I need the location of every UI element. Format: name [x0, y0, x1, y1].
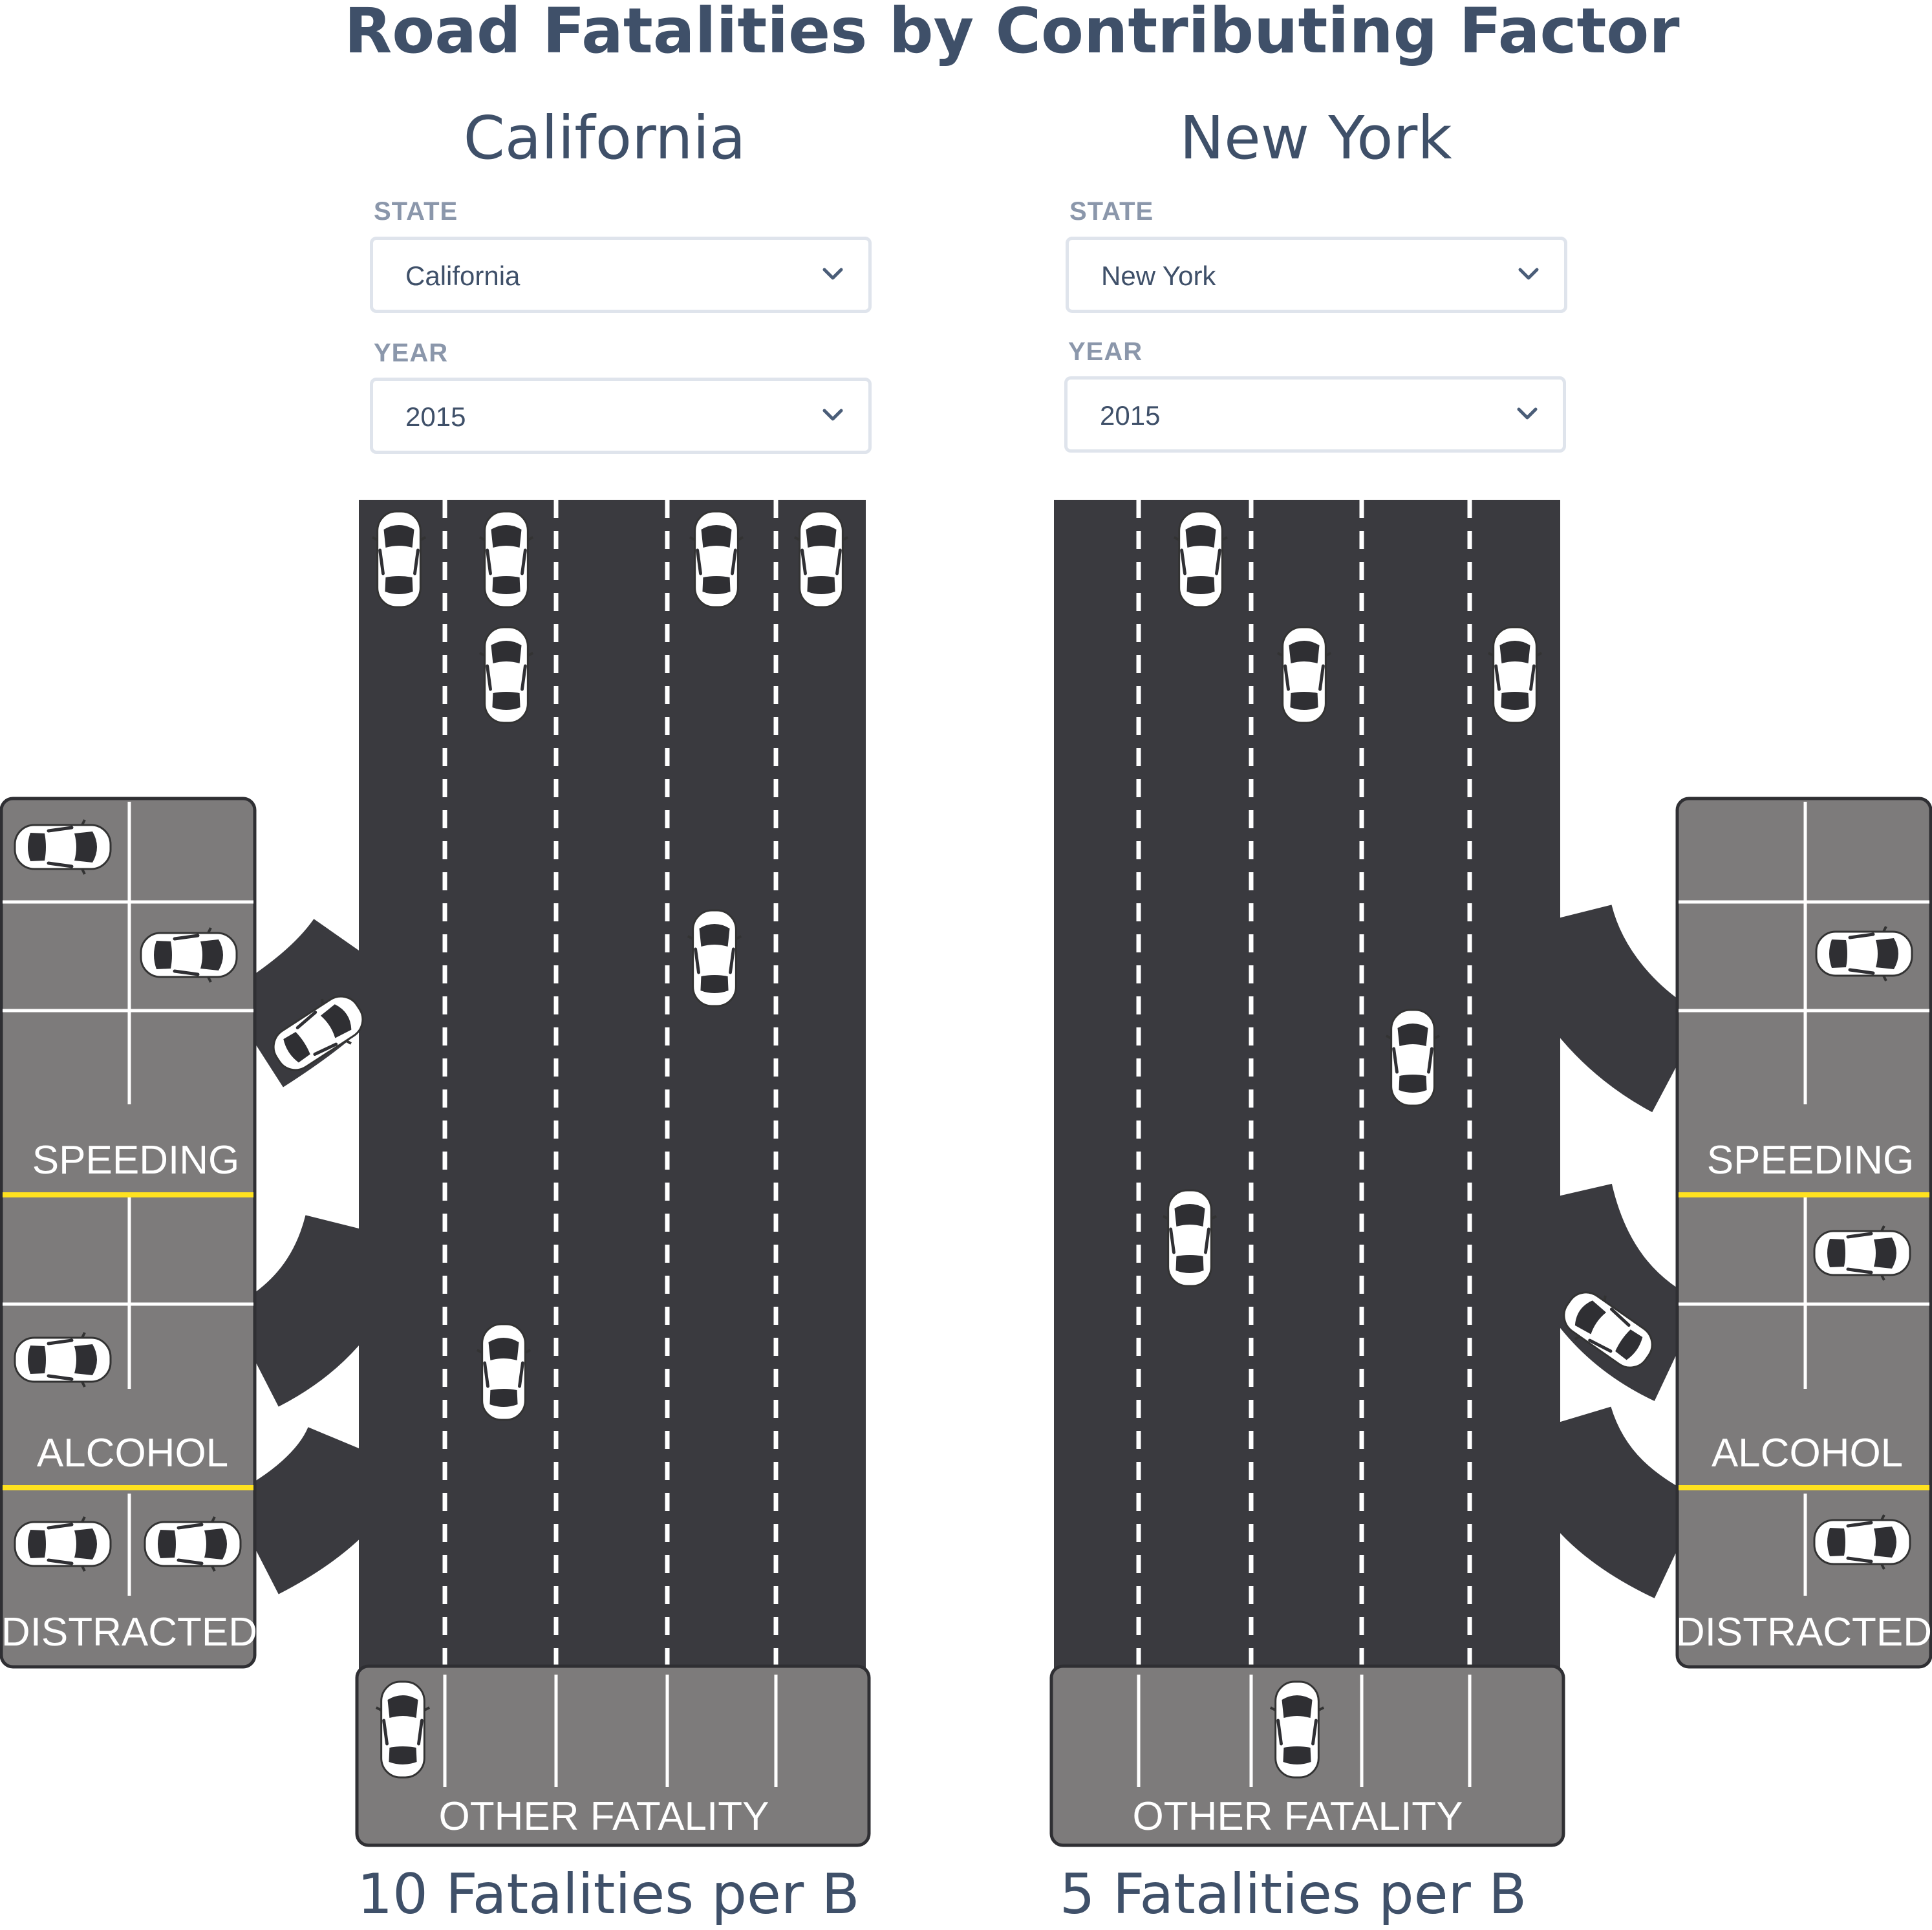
- car-icon: [1271, 1682, 1324, 1777]
- state-field-label: STATE: [374, 197, 458, 226]
- state-field-label: STATE: [1069, 197, 1154, 226]
- year-select-new-york[interactable]: 2015: [1064, 376, 1566, 453]
- other-fatality-label: OTHER FATALITY: [1133, 1794, 1463, 1839]
- year-field-label: YEAR: [374, 339, 449, 367]
- state-select-california[interactable]: California: [370, 237, 872, 313]
- alcohol-label: ALCOHOL: [1712, 1431, 1903, 1475]
- new-york-road: OTHER FATALITY SPEEDING ALCOHOL DISTRACT…: [1049, 500, 1932, 1847]
- car-icon: [477, 1324, 530, 1420]
- chevron-down-icon: [1517, 407, 1538, 420]
- year-select-value: 2015: [1100, 400, 1161, 431]
- panel-heading-california: California: [463, 103, 746, 173]
- chevron-down-icon: [822, 409, 843, 421]
- car-icon: [1278, 627, 1331, 723]
- year-select-value: 2015: [405, 402, 466, 432]
- speeding-label: SPEEDING: [32, 1138, 239, 1183]
- state-select-value: New York: [1101, 261, 1216, 291]
- california-road: OTHER FATALITY SPEEDING ALCOHOL DISTRACT…: [0, 500, 871, 1847]
- car-icon: [480, 627, 533, 723]
- car-icon: [1174, 511, 1227, 607]
- distracted-label: DISTRACTED: [1, 1610, 257, 1655]
- car-icon: [480, 511, 533, 607]
- state-select-value: California: [405, 261, 521, 291]
- car-icon: [690, 511, 743, 607]
- car-icon: [1814, 1515, 1910, 1569]
- car-icon: [145, 1517, 241, 1571]
- distracted-label: DISTRACTED: [1676, 1610, 1932, 1655]
- car-icon: [795, 511, 848, 607]
- panel-heading-new-york: New York: [1179, 103, 1452, 173]
- year-select-california[interactable]: 2015: [370, 378, 872, 454]
- car-icon: [141, 928, 237, 982]
- alcohol-label: ALCOHOL: [37, 1431, 228, 1475]
- fatality-rate-california: 10 Fatalities per B: [357, 1862, 860, 1927]
- car-icon: [688, 910, 741, 1006]
- chevron-down-icon: [822, 268, 843, 280]
- other-fatality-label: OTHER FATALITY: [439, 1794, 769, 1839]
- car-icon: [1816, 927, 1912, 981]
- car-icon: [1814, 1226, 1910, 1280]
- car-icon: [1386, 1010, 1439, 1106]
- car-icon: [15, 1517, 111, 1571]
- car-icon: [376, 1682, 429, 1777]
- state-select-new-york[interactable]: New York: [1066, 237, 1567, 313]
- car-icon: [15, 820, 111, 874]
- car-icon: [1488, 627, 1541, 723]
- speeding-label: SPEEDING: [1707, 1138, 1914, 1183]
- car-icon: [1163, 1190, 1216, 1286]
- year-field-label: YEAR: [1068, 338, 1143, 366]
- page-title: Road Fatalities by Contributing Factor: [344, 0, 1680, 67]
- car-icon: [372, 511, 425, 607]
- chevron-down-icon: [1518, 268, 1539, 280]
- fatality-rate-new-york: 5 Fatalities per B: [1059, 1862, 1527, 1927]
- car-icon: [15, 1333, 111, 1387]
